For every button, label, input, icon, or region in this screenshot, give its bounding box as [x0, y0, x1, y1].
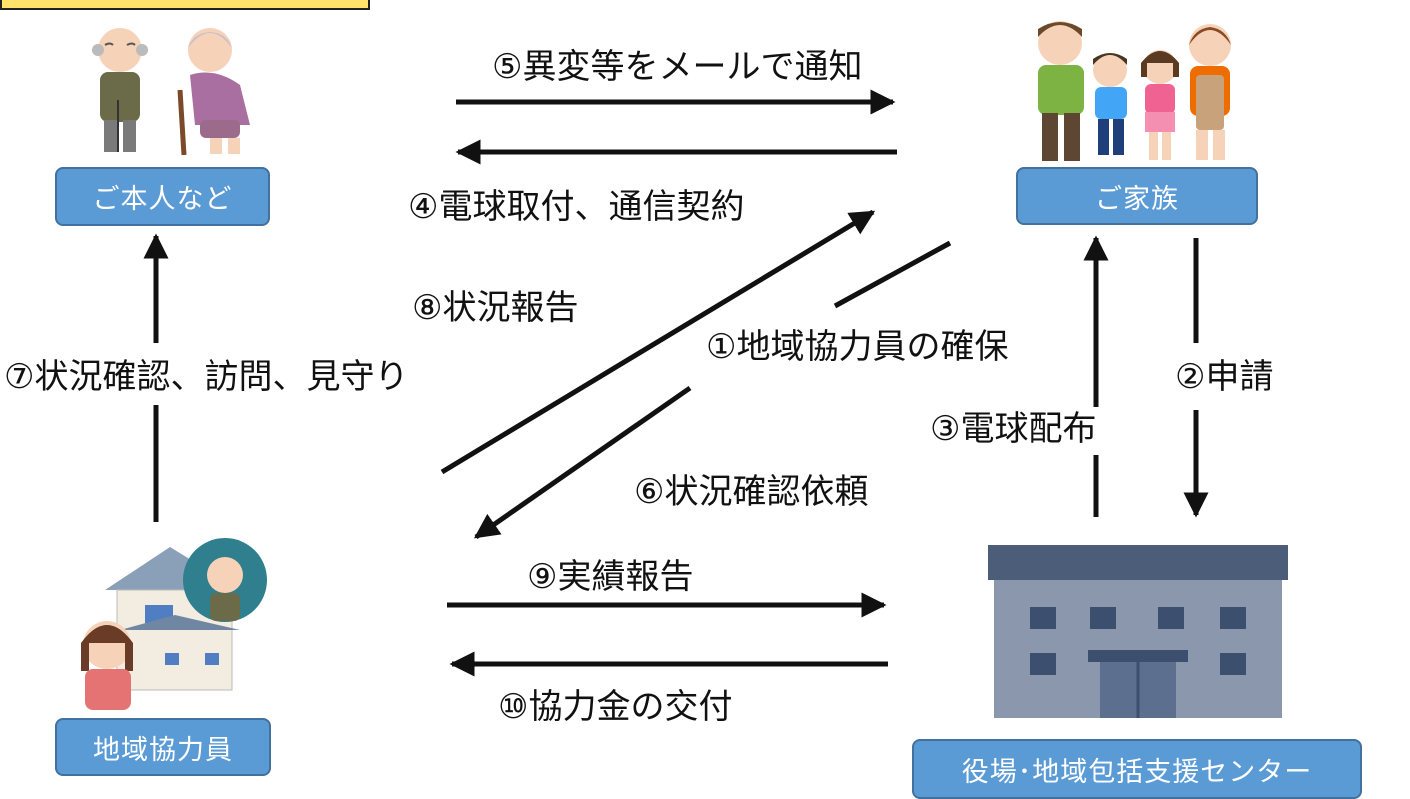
node-office: 役場･地域包括支援センター — [912, 739, 1362, 799]
arrow-s1-part — [833, 240, 952, 309]
label-step-6: ⑥状況確認依頼 — [634, 472, 869, 512]
label-step-8: ⑧状況報告 — [412, 288, 579, 328]
label-step-10: ⑩協力金の交付 — [498, 687, 733, 727]
label-step-3: ③電球配布 — [930, 409, 1097, 449]
elderly-couple-illustration — [92, 28, 250, 156]
label-step-9: ⑨実績報告 — [527, 557, 694, 597]
office-building-illustration — [988, 545, 1288, 718]
arrow-s6 — [473, 385, 692, 540]
node-helper: 地域協力員 — [55, 718, 271, 776]
arrow-s8 — [440, 209, 876, 475]
label-step-7: ⑦状況確認、訪問、見守り — [4, 357, 409, 397]
header-tab — [0, 0, 370, 10]
label-step-5: ⑤異変等をメールで通知 — [492, 47, 863, 87]
label-step-2: ②申請 — [1175, 357, 1274, 397]
helper-house-illustration — [81, 538, 267, 710]
family-illustration — [1038, 21, 1231, 161]
node-person: ご本人など — [55, 167, 270, 226]
label-step-1: ①地域協力員の確保 — [706, 327, 1009, 367]
label-step-4: ④電球取付、通信契約 — [408, 187, 745, 227]
node-family: ご家族 — [1016, 167, 1258, 225]
